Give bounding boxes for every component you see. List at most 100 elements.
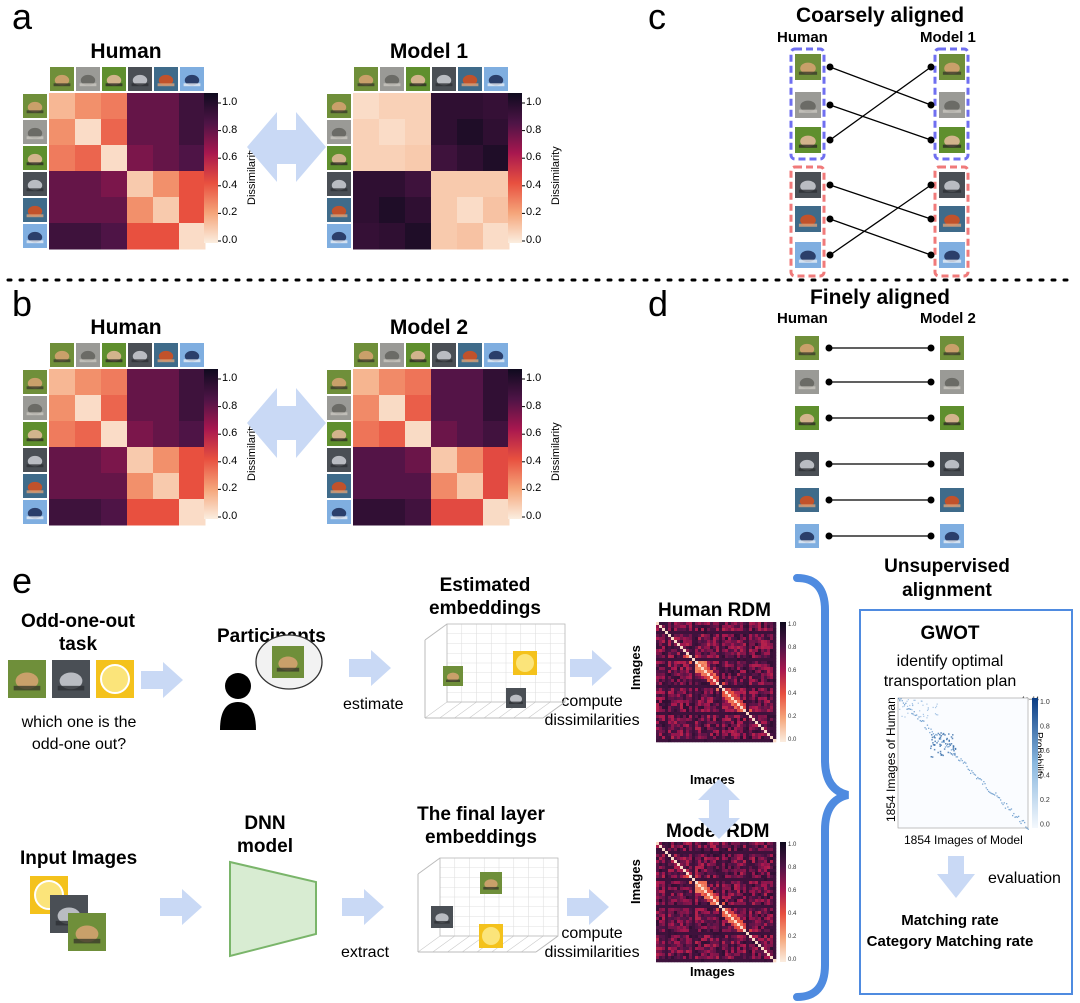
rdm-pixel — [707, 938, 711, 942]
rdm-pixel — [749, 938, 753, 942]
column-image-thumbnail — [406, 67, 430, 91]
rdm-pixel — [668, 860, 672, 864]
rdm-pixel — [740, 917, 744, 921]
rdm-pixel — [725, 890, 729, 894]
embedding-car-point — [506, 688, 526, 708]
rdm-pixel — [701, 851, 705, 855]
panel-label-a: a — [12, 0, 33, 37]
rdm-pixel — [677, 673, 681, 677]
rdm-pixel — [689, 926, 693, 930]
rdm-pixel — [662, 679, 666, 683]
rdm-pixel — [668, 652, 672, 656]
rdm-pixel — [746, 721, 750, 725]
rdm-pixel — [764, 944, 768, 948]
rdm-pixel — [662, 884, 666, 888]
rdm-pixel — [728, 911, 732, 915]
rdm-pixel — [671, 914, 675, 918]
rdm-pixel — [722, 914, 726, 918]
rdm-pixel — [719, 670, 723, 674]
rdm-pixel — [758, 631, 762, 635]
rdm-pixel — [662, 890, 666, 894]
rdm-pixel — [728, 709, 732, 713]
rdm-pixel — [764, 905, 768, 909]
rdm-pixel — [707, 845, 711, 849]
rdm-pixel — [659, 706, 663, 710]
rdm-pixel — [659, 929, 663, 933]
rdm-pixel — [695, 860, 699, 864]
category-matching-rate-label: Category Matching rate — [866, 933, 1034, 950]
rdm-pixel — [755, 637, 759, 641]
rdm-pixel — [689, 697, 693, 701]
rdm-pixel — [665, 715, 669, 719]
rdm-pixel — [752, 664, 756, 668]
rdm-pixel — [734, 679, 738, 683]
rdm-pixel — [722, 956, 726, 960]
rdm-pixel — [710, 887, 714, 891]
rdm-pixel — [764, 646, 768, 650]
rdm-pixel — [770, 673, 774, 677]
rdm-pixel — [692, 682, 696, 686]
rdm-pixel — [764, 947, 768, 951]
rdm-pixel — [677, 709, 681, 713]
rdm-pixel — [752, 953, 756, 957]
rdm-pixel — [716, 926, 720, 930]
rdm-pixel — [752, 700, 756, 704]
rdm-pixel — [665, 739, 669, 743]
rdm-pixel — [758, 679, 762, 683]
endpoint-dot — [927, 215, 935, 223]
rdm-pixel — [761, 854, 765, 858]
rdm-pixel — [710, 706, 714, 710]
human-rdm-matrix-a — [23, 67, 206, 250]
rdm-pixel — [773, 640, 777, 644]
rdm-pixel — [668, 661, 672, 665]
rdm-pixel — [662, 664, 666, 668]
rdm-pixel — [752, 902, 756, 906]
rdm-pixel — [686, 950, 690, 954]
rdm-pixel — [773, 920, 777, 924]
rdm-pixel — [737, 857, 741, 861]
rdm-pixel — [767, 866, 771, 870]
rdm-pixel — [698, 851, 702, 855]
rdm-pixel — [689, 923, 693, 927]
rdm-pixel — [734, 902, 738, 906]
rdm-pixel — [692, 884, 696, 888]
rdm-pixel — [683, 670, 687, 674]
rdm-pixel — [734, 652, 738, 656]
rdm-pixel — [734, 661, 738, 665]
rdm-pixel — [761, 869, 765, 873]
rdm-pixel — [731, 959, 735, 963]
rdm-pixel — [737, 923, 741, 927]
rdm-pixel — [722, 920, 726, 924]
rdm-pixel — [698, 857, 702, 861]
rdm-pixel — [674, 944, 678, 948]
rdm-pixel — [701, 673, 705, 677]
rdm-pixel — [689, 959, 693, 963]
panel-c-human-label: Human — [777, 29, 828, 46]
rdm-pixel — [773, 622, 777, 626]
rdm-pixel — [683, 673, 687, 677]
rdm-pixel — [731, 661, 735, 665]
rdm-pixel — [668, 878, 672, 882]
rdm-pixel — [683, 863, 687, 867]
rdm-pixel — [743, 851, 747, 855]
rdm-pixel — [719, 712, 723, 716]
rdm-pixel — [671, 953, 675, 957]
rdm-pixel — [767, 700, 771, 704]
rdm-pixel — [725, 953, 729, 957]
rdm-pixel — [692, 935, 696, 939]
rdm-pixel — [731, 676, 735, 680]
model2-image-thumbnail-d — [940, 452, 964, 476]
rdm-pixel — [686, 709, 690, 713]
rdm-pixel — [740, 929, 744, 933]
rdm-pixel — [740, 860, 744, 864]
rdm-pixel — [689, 646, 693, 650]
rdm-pixel — [689, 953, 693, 957]
rdm-pixel — [761, 932, 765, 936]
rdm-pixel — [674, 905, 678, 909]
rdm-pixel — [770, 959, 774, 963]
rdm-pixel — [683, 941, 687, 945]
rdm-pixel — [698, 649, 702, 653]
rdm-pixel — [692, 670, 696, 674]
rdm-pixel — [683, 685, 687, 689]
rdm-pixel — [671, 917, 675, 921]
